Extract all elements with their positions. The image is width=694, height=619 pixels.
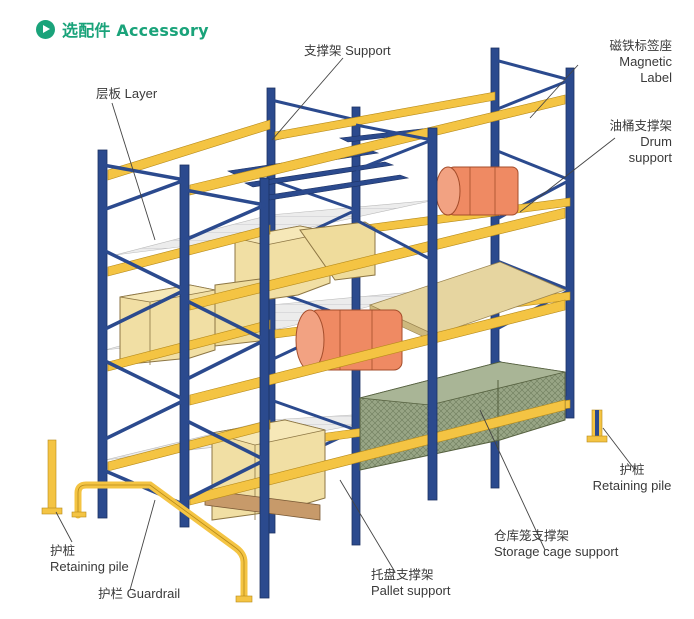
label-guardrail-zh: 护栏 (98, 586, 124, 601)
label-pallet-support-zh: 托盘支撑架 (371, 567, 434, 582)
label-layer-zh: 层板 (96, 86, 122, 101)
retaining-pile-right-art (586, 409, 608, 443)
label-drum-support: 油桶支撑架 Drum support (609, 118, 672, 166)
label-support-zh: 支撑架 (304, 43, 342, 58)
label-drum-support-en1: Drum (640, 134, 672, 149)
leader-drum-support (519, 137, 616, 213)
leader-retaining-pile-right (602, 427, 636, 471)
label-layer: 层板 Layer (96, 86, 157, 102)
guardrail (71, 481, 253, 603)
label-support-en: Support (345, 43, 391, 58)
play-circle-icon (36, 19, 55, 39)
leader-layer (111, 102, 156, 241)
leader-magnetic-label (529, 64, 579, 119)
leader-guardrail (129, 499, 156, 591)
leader-storage-cage (479, 409, 546, 551)
leader-pallet-support (339, 479, 396, 573)
leader-support (271, 57, 344, 141)
label-retaining-pile-right-en: Retaining pile (592, 478, 672, 493)
label-drum-support-en2: support (628, 150, 672, 165)
label-guardrail-en: Guardrail (126, 586, 181, 601)
label-pallet-support: 托盘支撑架 Pallet support (371, 567, 451, 599)
front-uprights (97, 123, 438, 599)
label-retaining-pile-left-zh: 护桩 (50, 543, 76, 558)
label-magnetic-label-en2: Label (640, 70, 672, 85)
label-magnetic-label-en1: Magnetic (619, 54, 672, 69)
label-retaining-pile-left-en: Retaining pile (50, 559, 129, 574)
label-retaining-pile-right-zh: 护桩 (619, 462, 645, 477)
label-magnetic-label-zh: 磁铁标签座 (609, 38, 672, 53)
leader-lines (55, 57, 636, 591)
drum-upper (435, 166, 519, 216)
label-retaining-pile-left: 护桩 Retaining pile (50, 543, 129, 575)
label-magnetic-label: 磁铁标签座 Magnetic Label (609, 38, 672, 86)
section-header: 选配件 Accessory (36, 17, 209, 41)
front-beams (107, 94, 566, 506)
label-storage-cage-support-zh: 仓库笼支撑架 (494, 528, 570, 543)
label-layer-en: Layer (124, 86, 158, 101)
label-guardrail: 护栏 Guardrail (98, 586, 180, 602)
label-storage-cage-support-en: Storage cage support (494, 544, 619, 559)
leader-retaining-pile-left (55, 511, 73, 543)
label-retaining-pile-right: 护桩 Retaining pile (586, 462, 678, 494)
section-title: 选配件 Accessory (62, 21, 209, 40)
label-drum-support-zh: 油桶支撑架 (609, 118, 672, 133)
label-pallet-support-en: Pallet support (371, 583, 451, 598)
retaining-pile-left-art (41, 439, 63, 515)
label-storage-cage-support: 仓库笼支撑架 Storage cage support (494, 528, 618, 560)
label-support: 支撑架 Support (304, 43, 391, 59)
